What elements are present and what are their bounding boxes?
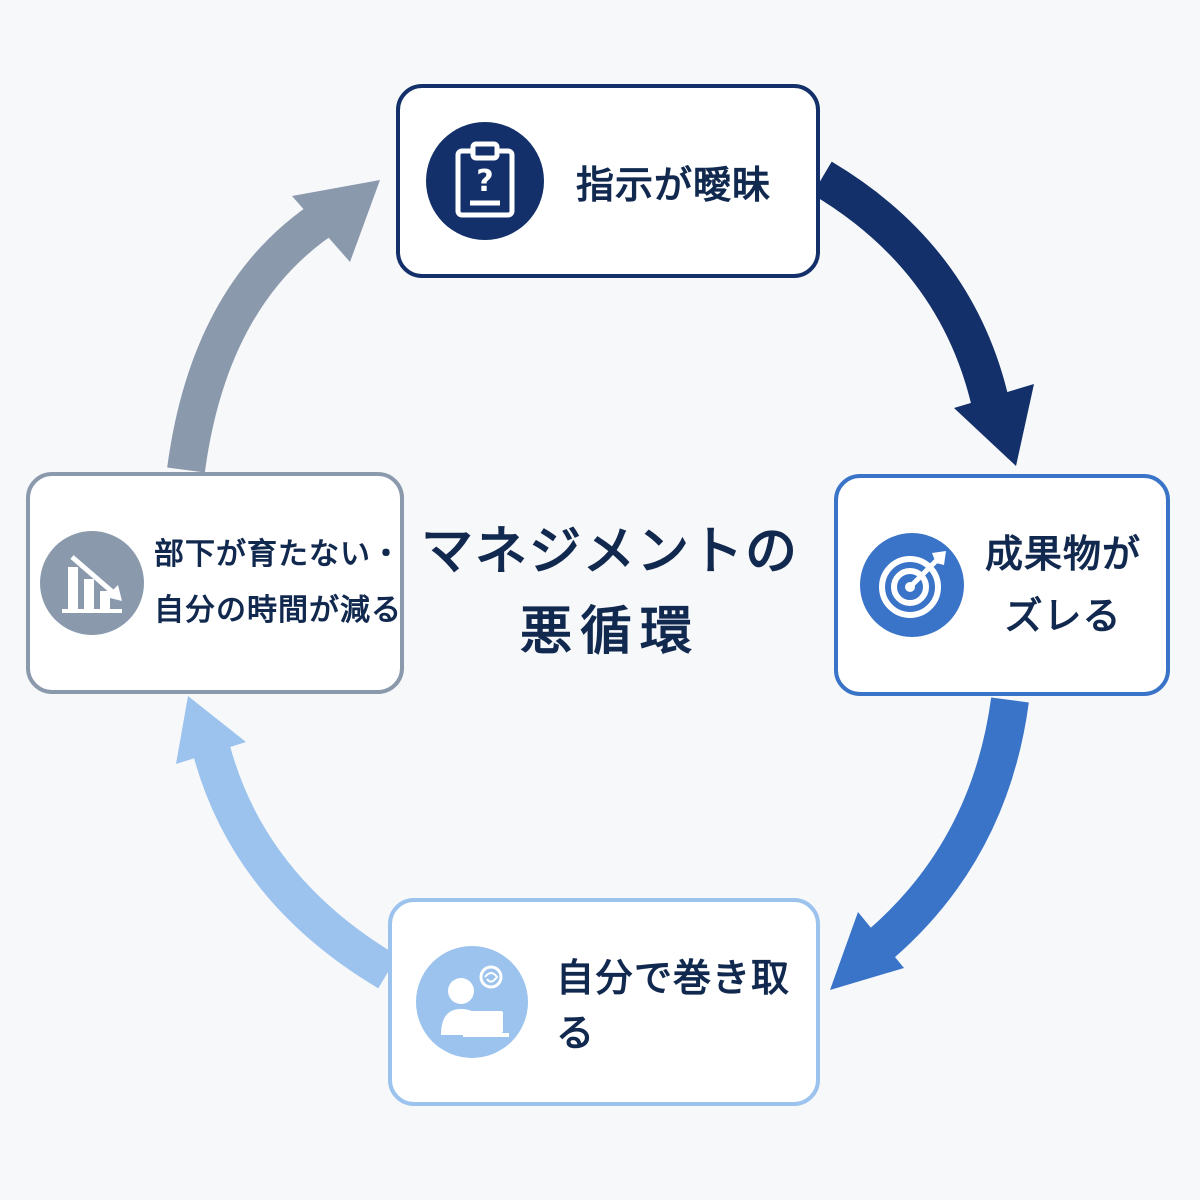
diagram-center-title: マネジメントの 悪循環 [420,512,800,672]
step-label-line-1: 成果物が [984,532,1141,576]
step-label-take-over-work: 自分で巻き取る [556,956,791,1055]
step-card-team-not-growing: 部下が育たない・ 自分の時間が減る [26,472,404,694]
center-title-line-2: 悪循環 [519,602,700,662]
step-card-deliverable-mismatch: 成果物が ズレる [834,474,1170,696]
step-label-line-1: 部下が育たない・ [154,537,402,572]
arrow-right-to-bottom [830,697,1029,990]
arrow-left-to-top [167,180,380,473]
step-label-team-not-growing: 部下が育たない・ 自分の時間が減る [154,527,402,639]
clipboard-question-icon: ? [426,122,544,240]
declining-chart-icon [40,531,144,635]
target-icon [860,533,964,637]
step-card-unclear-instructions: ? 指示が曖昧 [396,84,820,278]
step-label-unclear-instructions: 指示が曖昧 [576,162,772,207]
step-label-line-2: 自分の時間が減る [154,593,402,628]
step-card-take-over-work: 自分で巻き取る [388,898,820,1106]
svg-text:?: ? [476,164,493,199]
arrow-top-to-right [812,161,1034,466]
person-laptop-stress-icon [416,946,528,1058]
center-title-line-1: マネジメントの [420,522,799,582]
step-label-line-2: ズレる [1004,594,1122,638]
step-label-deliverable-mismatch: 成果物が ズレる [978,523,1148,647]
arrow-bottom-to-left [176,696,398,989]
